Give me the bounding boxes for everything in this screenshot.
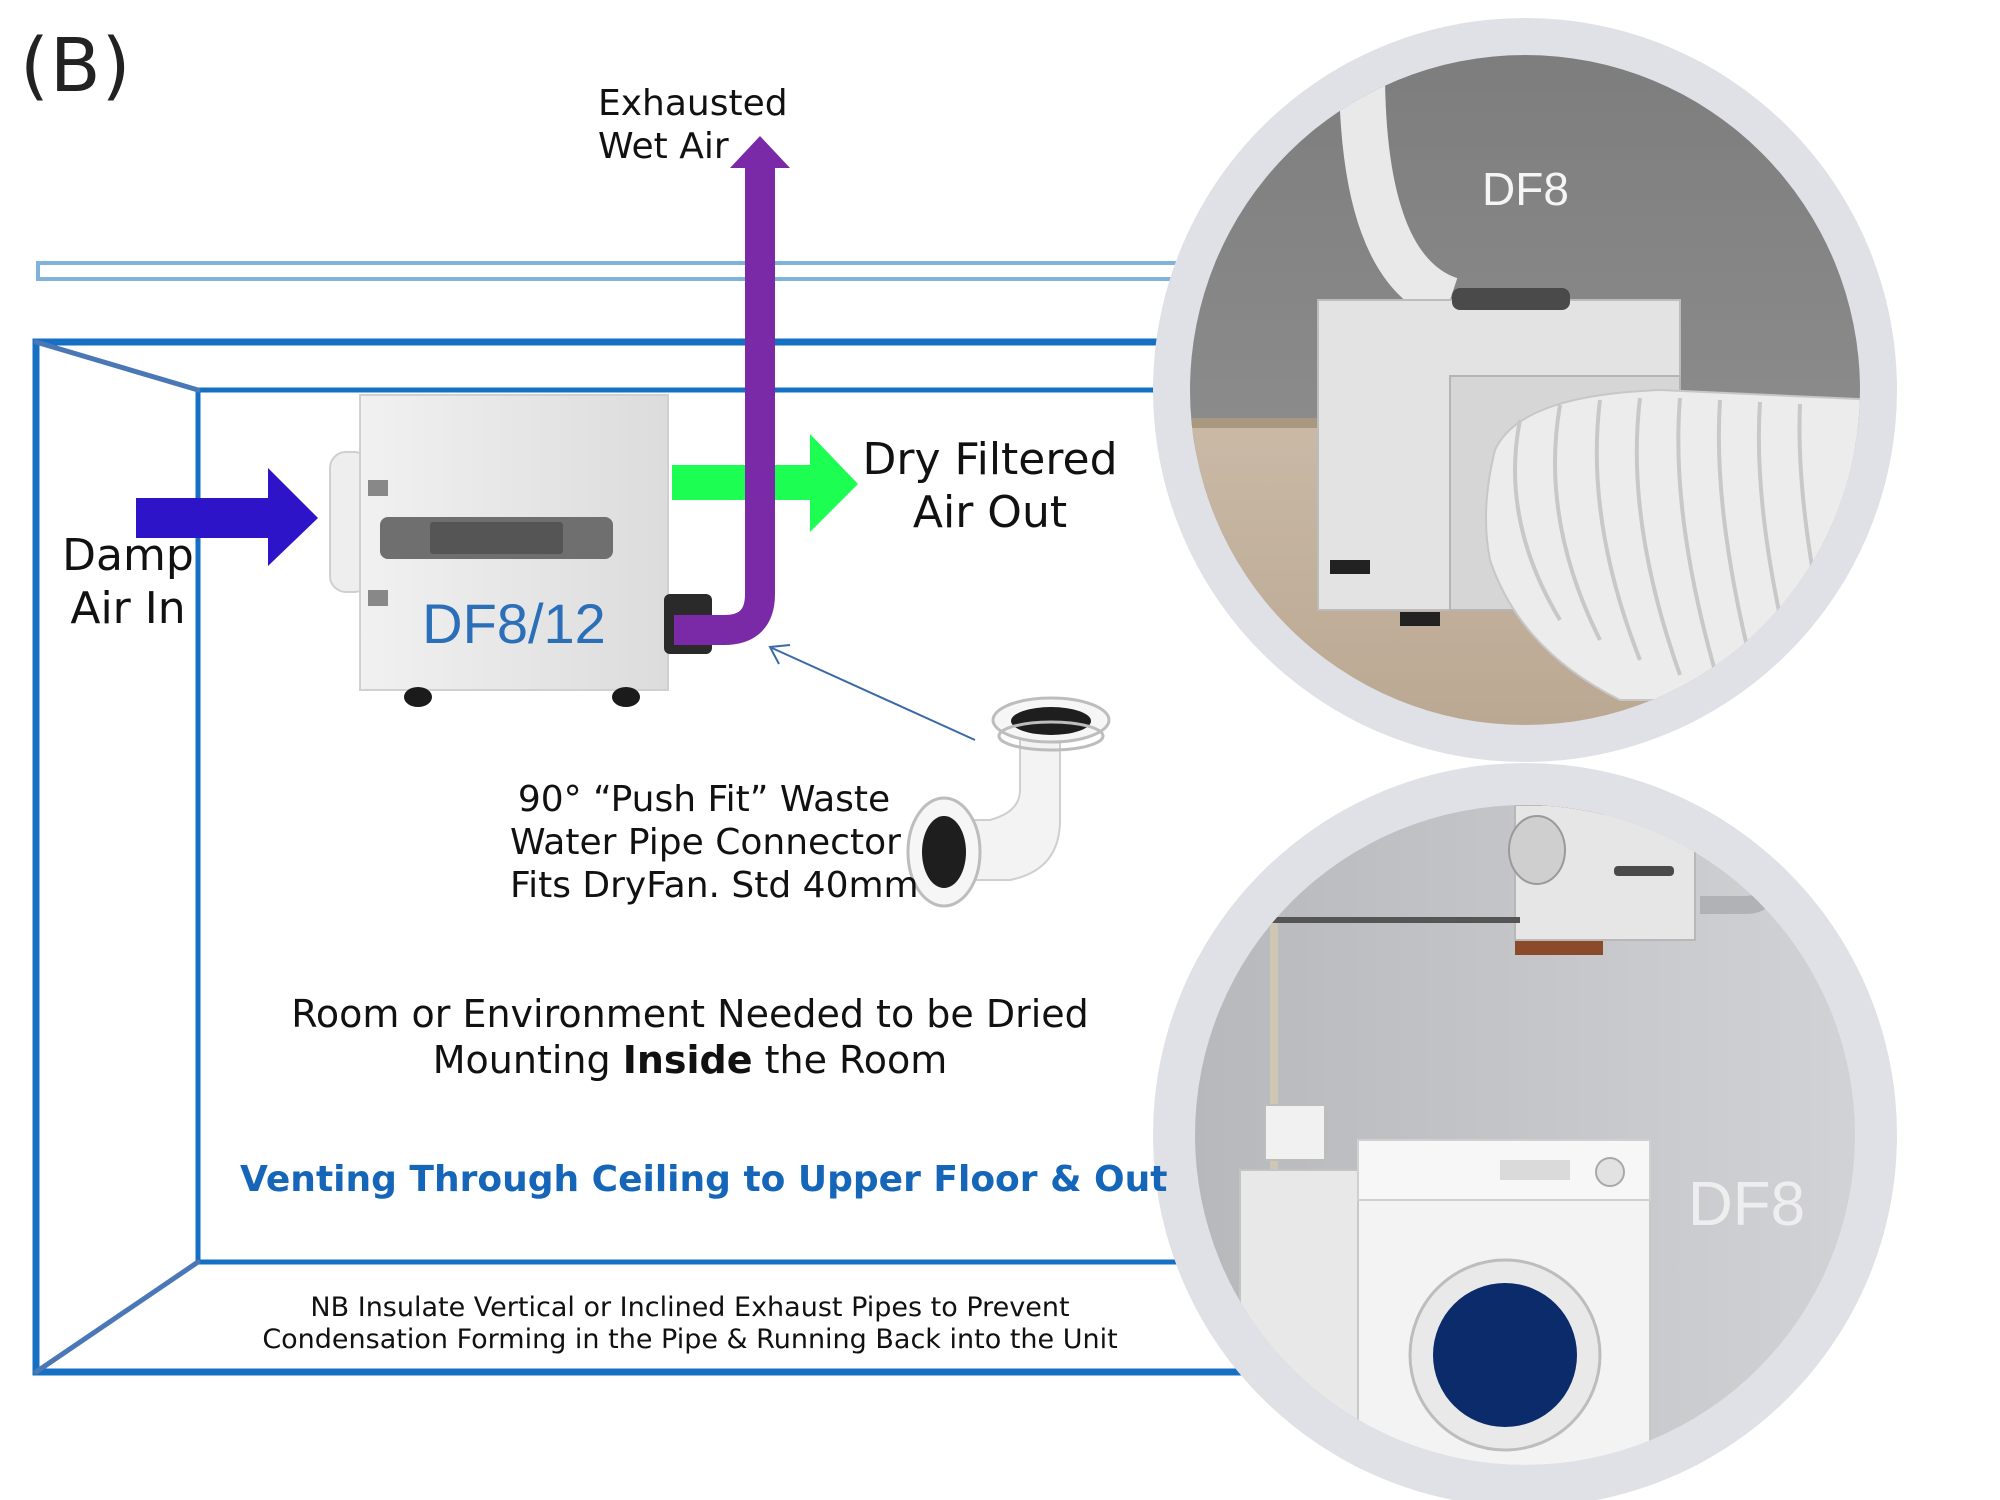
output-label: Dry Filtered Air Out (862, 434, 1118, 540)
connector-label-line3: Fits DryFan. Std 40mm (510, 865, 919, 907)
connector-label-line2: Water Pipe Connector (510, 822, 901, 864)
room-caption-before: Mounting (432, 1037, 623, 1082)
intake-label-line1: Damp (62, 530, 194, 581)
panel-label: (B) (20, 23, 132, 109)
room-caption: Room or Environment Needed to be Dried M… (250, 992, 1130, 1083)
room-caption-bold: Inside (622, 1037, 753, 1082)
connector-pointer-head (768, 644, 791, 665)
dehumidifier-unit (329, 394, 712, 707)
insulation-note: NB Insulate Vertical or Inclined Exhaust… (230, 1292, 1150, 1357)
venting-caption: Venting Through Ceiling to Upper Floor &… (240, 1159, 1168, 1200)
intake-label-line2: Air In (70, 582, 186, 634)
connector-pointer (771, 647, 976, 741)
intake-arrow (136, 468, 318, 566)
unit-handle-icon (380, 517, 613, 559)
room-caption-after: the Room (752, 1037, 948, 1082)
exhaust-label: Exhausted Wet Air (598, 82, 828, 168)
exhaust-label-line1: Exhausted (598, 83, 788, 124)
insulation-note-line1: NB Insulate Vertical or Inclined Exhaust… (310, 1292, 1070, 1323)
exhaust-pipe (674, 168, 775, 645)
photo-top (1153, 18, 1897, 762)
connector-label: 90° “Push Fit” Waste Water Pipe Connecto… (510, 778, 919, 908)
washing-machine-icon (1357, 1139, 1651, 1465)
insulation-note-line2: Condensation Forming in the Pipe & Runni… (262, 1324, 1118, 1356)
ceiling-line (36, 261, 1280, 281)
output-label-line1: Dry Filtered (862, 434, 1118, 485)
exhaust-label-line2: Wet Air (598, 126, 729, 168)
photo-bottom (1153, 763, 1897, 1500)
photo-top-label: DF8 (1482, 163, 1569, 215)
elbow-connector-icon (906, 696, 1111, 908)
connector-label-line1: 90° “Push Fit” Waste (517, 779, 891, 820)
exhaust-arrowhead (730, 136, 790, 168)
photo-bottom-label: DF8 (1688, 1170, 1806, 1239)
intake-label: Damp Air In (58, 530, 198, 636)
unit-label: DF8/12 (422, 592, 606, 655)
room-caption-line1: Room or Environment Needed to be Dried (291, 992, 1089, 1036)
room-caption-line2: Mounting Inside the Room (250, 1038, 1130, 1084)
output-label-line2: Air Out (912, 486, 1068, 538)
room-outline (32, 338, 1424, 1376)
